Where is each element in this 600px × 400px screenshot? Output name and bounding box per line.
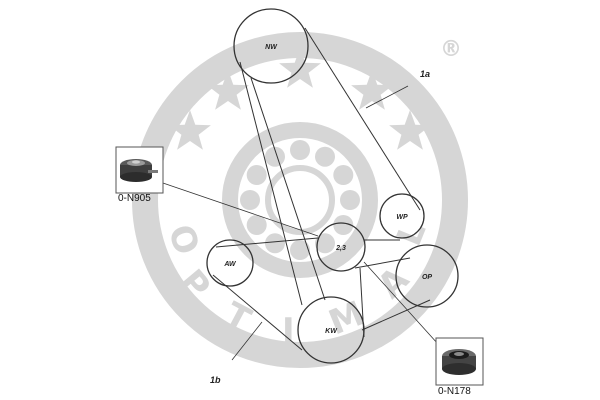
callout-1b: 1b (210, 375, 221, 385)
watermark-ball (265, 146, 285, 167)
part-idler-roller-code: 0-N178 (438, 386, 471, 397)
watermark-star (207, 70, 249, 110)
watermark-ball (340, 190, 360, 210)
belt-1a-segment-left-b (250, 77, 326, 301)
watermark-balls (240, 140, 360, 260)
pulley-wp: WP (379, 193, 425, 239)
belt-1a (239, 27, 431, 331)
watermark-letter-l: L (389, 216, 434, 251)
pulley-kw-label: KW (325, 328, 338, 335)
pulley-aw: AW (206, 239, 254, 287)
watermark-ball (315, 233, 335, 254)
tensioner-illustration (120, 159, 158, 182)
part-tensioner-code: 0-N905 (118, 193, 151, 204)
pulley-kw: KW (297, 296, 365, 364)
watermark-stars (169, 48, 431, 150)
watermark-ball (333, 165, 354, 185)
callout-1b-leader (231, 321, 263, 361)
watermark-ball (240, 190, 260, 210)
callout-1a-leader (365, 85, 409, 109)
watermark-ball (246, 215, 267, 235)
watermark-star (169, 110, 211, 150)
belt-1a-segment-left-a (239, 61, 303, 306)
watermark-ball (315, 146, 335, 167)
watermark-star (389, 110, 431, 150)
registered-mark: ® (440, 37, 462, 62)
pulley-op: OP (395, 244, 459, 308)
watermark-ball (290, 240, 310, 260)
belt-1a-segment-kw-op (361, 299, 431, 331)
belt-1b-segment-left (212, 274, 303, 351)
callout-1a: 1a (420, 69, 430, 79)
watermark-ball (265, 233, 285, 254)
watermark-star (279, 48, 321, 88)
watermark-ball (246, 165, 267, 185)
pulley-idler-label: 2,3 (335, 245, 346, 252)
pulley-aw-label: AW (223, 261, 237, 268)
pulley-nw-label: NW (265, 44, 278, 51)
tensioner-leader (159, 181, 319, 237)
idler-roller-illustration (442, 349, 476, 375)
part-idler-roller: 0-N178 (435, 337, 484, 397)
belt-1a-segment-right (304, 27, 421, 211)
watermark-letter-i: I (282, 311, 295, 351)
pulley-nw: NW (233, 8, 309, 84)
watermark-ball (290, 140, 310, 160)
pulley-op-label: OP (422, 274, 432, 281)
part-tensioner: 0-N905 (115, 146, 164, 204)
pulley-wp-label: WP (396, 214, 408, 221)
pulley-idler: 2,3 (316, 222, 366, 272)
idler-roller-leader (363, 261, 439, 345)
watermark-ball (333, 215, 354, 235)
watermark-star (351, 70, 393, 110)
belt-1b-segment-top (215, 237, 319, 248)
